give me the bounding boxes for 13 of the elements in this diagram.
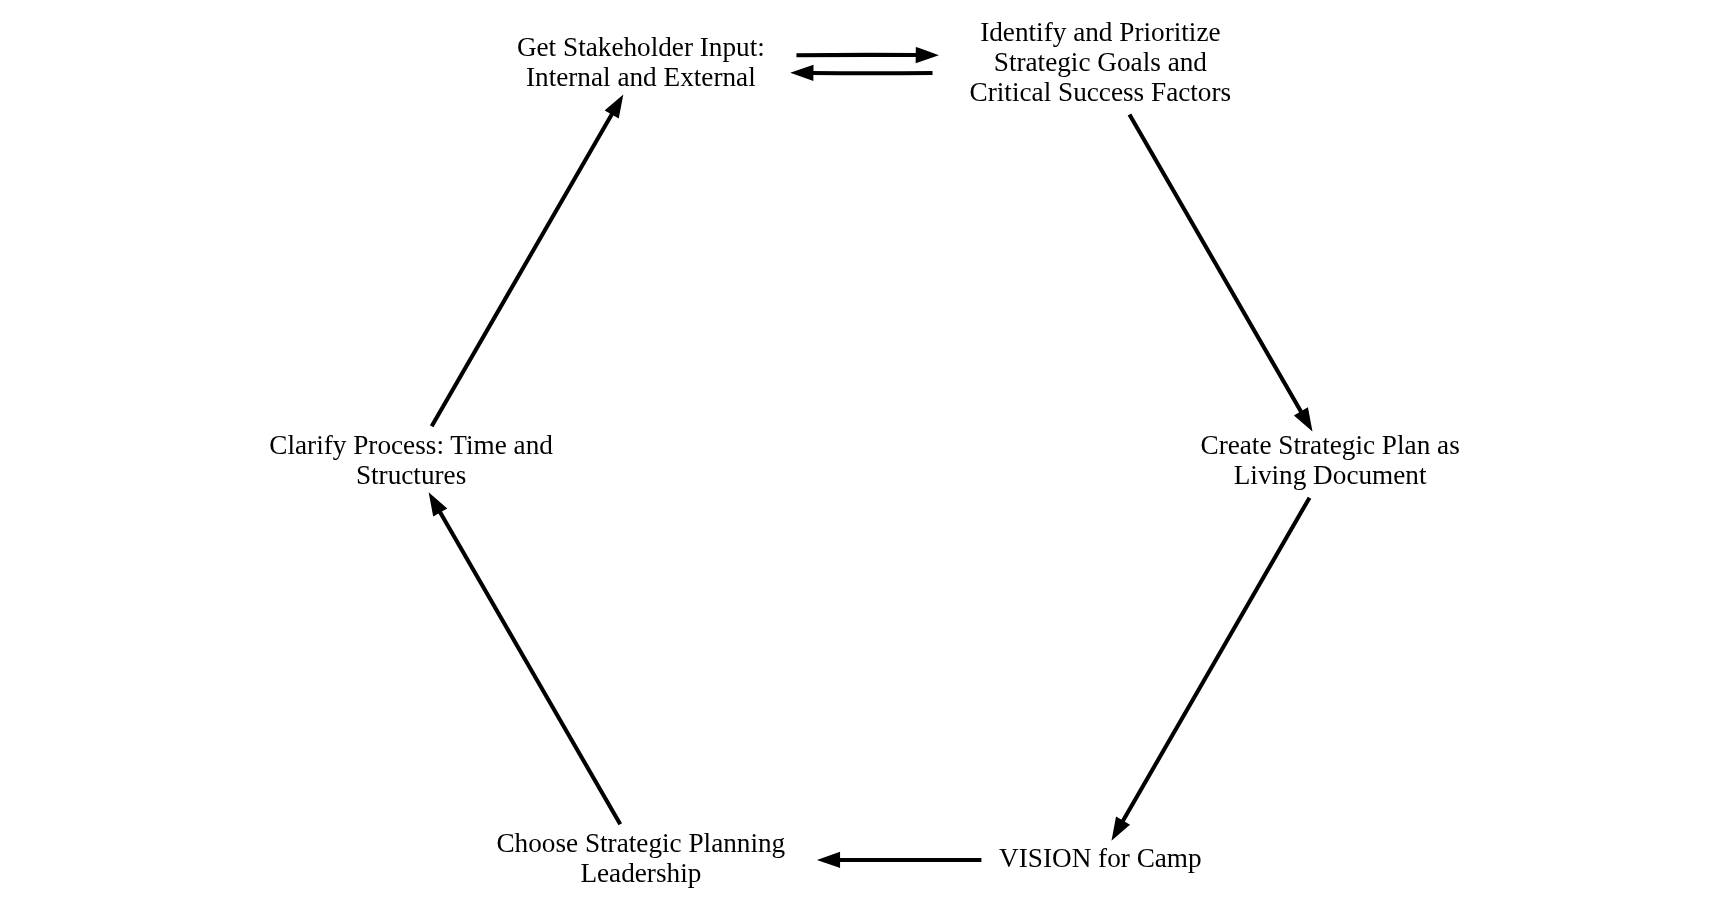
node-text: Clarify Process: Time and Structures — [269, 429, 553, 490]
node-text: Get Stakeholder Input: Internal and External — [516, 31, 765, 92]
node-text: Choose Strategic Planning Leadership — [496, 827, 786, 888]
arrow — [790, 64, 933, 82]
arrow — [1111, 496, 1312, 841]
node-text: VISION for Camp — [999, 842, 1202, 873]
arrow — [1127, 113, 1313, 432]
node-text: Identify and Prioritize Strategic Goals and Critical Success Factors — [969, 16, 1232, 107]
arrow — [428, 492, 623, 826]
arrow — [796, 46, 939, 64]
arrow — [429, 94, 624, 428]
node-text: Create Strategic Plan as Living Document — [1200, 429, 1460, 490]
arrow — [816, 851, 982, 869]
